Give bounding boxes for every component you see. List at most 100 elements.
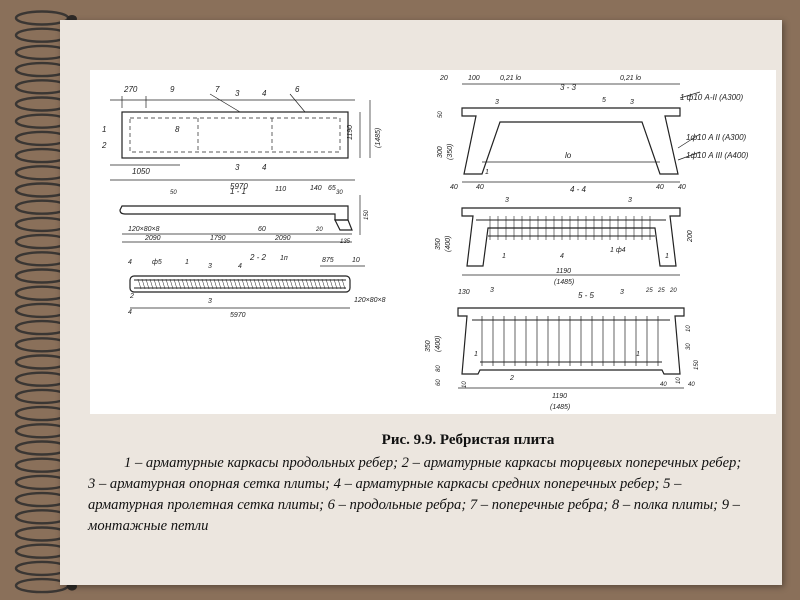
rebar-stirrup xyxy=(325,278,330,290)
plan-inner-rib xyxy=(129,117,341,153)
rebar-stirrup xyxy=(293,278,298,290)
leader xyxy=(679,91,701,99)
section-title: 4 - 4 xyxy=(570,185,587,194)
rebar-stirrup xyxy=(237,278,242,290)
callout-4c: 4 xyxy=(128,309,132,316)
dim-20: 20 xyxy=(439,75,448,82)
dim-135: 135 xyxy=(340,239,351,245)
dim-100: 100 xyxy=(468,75,480,82)
rebar-stirrup xyxy=(233,278,238,290)
dim-875: 875 xyxy=(322,257,334,264)
plan-leader xyxy=(209,93,241,113)
dim-300: 300 xyxy=(437,146,444,158)
callout-1: 1 xyxy=(485,169,489,176)
dim-1485: (1485) xyxy=(554,279,574,286)
rebar-stirrup xyxy=(153,278,158,290)
plan-leader xyxy=(289,93,306,113)
rebar-stirrup xyxy=(225,278,230,290)
dim-plate: 120×80×8 xyxy=(128,226,160,233)
rebar-stirrup xyxy=(161,278,166,290)
callout-1n: 1п xyxy=(280,255,288,262)
rebar-stirrup xyxy=(185,278,190,290)
rebar-stirrup xyxy=(321,278,326,290)
dim-1790: 1790 xyxy=(210,235,226,242)
rebar-stirrup xyxy=(165,278,170,290)
callout-4: 4 xyxy=(560,253,564,260)
rebar-a300: 1ф10 A II (А300) xyxy=(686,133,747,142)
callout-2: 2 xyxy=(129,293,134,300)
cross-rib-cage xyxy=(476,216,666,240)
section-title: 3 - 3 xyxy=(560,83,577,92)
rebar-stirrup xyxy=(205,278,210,290)
dim-2090b: 2090 xyxy=(274,235,291,242)
dim-65: 65 xyxy=(328,185,336,192)
dim-lo: lo xyxy=(565,151,572,160)
rebar-stirrup xyxy=(341,278,346,290)
callout-6: 6 xyxy=(295,85,300,94)
dim-10c: 10 xyxy=(676,377,682,384)
leader xyxy=(677,151,701,161)
callout-3b: 3 xyxy=(235,163,240,172)
rebar-stirrup xyxy=(221,278,226,290)
dim-50: 50 xyxy=(170,190,177,196)
rebar-stirrup xyxy=(269,278,274,290)
callout-1: 1 xyxy=(474,351,478,358)
dim-5970: 5970 xyxy=(230,312,246,319)
callout-1: 1 xyxy=(185,259,189,266)
rebar-stirrup xyxy=(265,278,270,290)
section-5-5-profile xyxy=(457,307,685,375)
callout-3b: 3 xyxy=(630,99,634,106)
rebar-stirrup xyxy=(217,278,222,290)
dim-130: 130 xyxy=(458,289,470,296)
dim-60: 60 xyxy=(436,379,442,386)
rebar-stirrup xyxy=(193,278,198,290)
dim-plate: 120×80×8 xyxy=(354,297,386,304)
rebar-a300-top: 1 ф10 A-II (А300) xyxy=(680,93,743,102)
dim-25a: 25 xyxy=(645,288,653,294)
callout-3: 3 xyxy=(495,99,499,106)
section-5-5: 5 - 5 130 25 25 20 350 (400) 80 60 10 11… xyxy=(425,287,700,411)
dim-40d: 40 xyxy=(678,184,686,191)
dim-1190: 1190 xyxy=(552,393,567,400)
callout-9: 9 xyxy=(170,85,175,94)
end-rib-cage xyxy=(472,316,670,366)
dim-350: 350 xyxy=(435,238,442,250)
section-4-4-profile xyxy=(461,207,681,267)
dim-10b: 10 xyxy=(686,325,692,332)
callout-8: 8 xyxy=(175,125,180,134)
rebar-stirrup xyxy=(289,278,294,290)
rebar-a400: 1ф10 A III (А400) xyxy=(686,151,749,160)
rebar-stirrup xyxy=(313,278,318,290)
dim-40a: 40 xyxy=(450,184,458,191)
rebar-stirrup xyxy=(173,278,178,290)
ribbed-slab-drawing: 270 1050 5970 1190 (1485) 9 7 3 4 6 8 1 … xyxy=(101,75,749,411)
dim-350: (350) xyxy=(447,144,454,160)
dim-60: 60 xyxy=(258,226,266,233)
dim-150: 150 xyxy=(364,209,370,220)
callout-1: 1 xyxy=(102,125,106,134)
callout-1b: 1 xyxy=(636,351,640,358)
callout-2: 2 xyxy=(101,141,107,150)
leader xyxy=(677,133,701,149)
rebar-stirrup xyxy=(285,278,290,290)
dim-50: 50 xyxy=(438,111,444,118)
rebar-stirrup xyxy=(249,278,254,290)
rebar-stirrup xyxy=(241,278,246,290)
section-3-3: 3 - 3 20 100 0,21 lo 0,21 lo lo 50 300 (… xyxy=(437,75,749,191)
dim-400: (400) xyxy=(445,236,452,252)
callout-4b: 4 xyxy=(262,163,267,172)
callout-3: 3 xyxy=(235,89,240,98)
rebar-stirrup xyxy=(261,278,266,290)
dim-40b: 40 xyxy=(476,184,484,191)
dim-40a: 40 xyxy=(660,382,667,388)
rebar-stirrup xyxy=(333,278,338,290)
dim-150: 150 xyxy=(694,359,700,370)
callout-4b: 4 xyxy=(238,263,242,270)
callout-3: 3 xyxy=(505,197,509,204)
rebar-stirrup xyxy=(177,278,182,290)
rebar-stirrup xyxy=(213,278,218,290)
rebar-stirrup xyxy=(253,278,258,290)
dim-400: (400) xyxy=(435,336,442,352)
section-title: 5 - 5 xyxy=(578,291,595,300)
caption-body: 1 – арматурные каркасы продольных ребер;… xyxy=(88,455,742,534)
